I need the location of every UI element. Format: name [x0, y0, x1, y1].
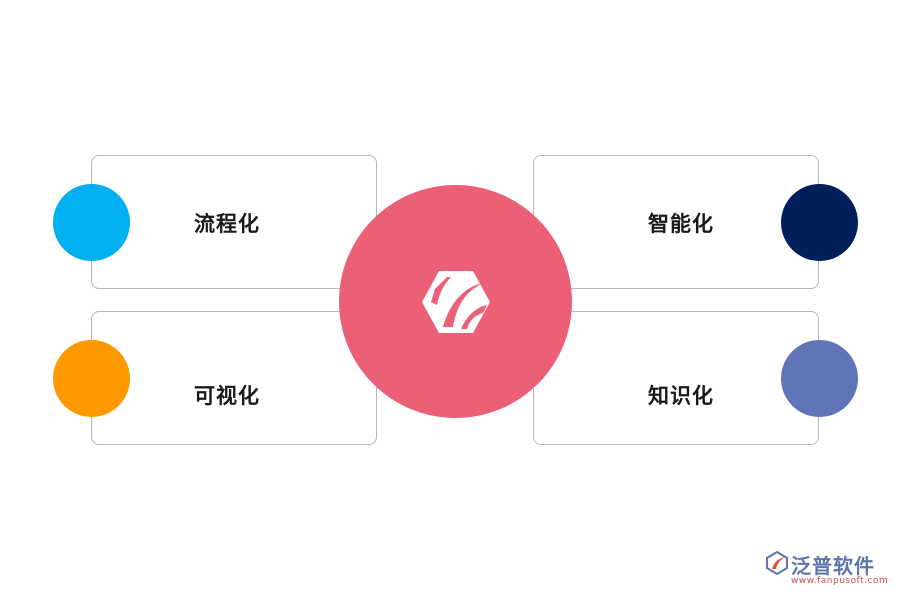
card-visual: 可视化: [91, 311, 377, 445]
label-process: 流程化: [194, 212, 260, 236]
label-visual: 可视化: [194, 384, 260, 408]
dot-process: [53, 184, 130, 261]
card-knowledge: 知识化: [533, 311, 819, 445]
card-intelligent: 智能化: [533, 155, 819, 289]
dot-visual: [53, 340, 130, 417]
brand-logo: 泛普软件 www.fanpusoft.com: [765, 550, 890, 592]
dot-intelligent: [781, 184, 858, 261]
hexagon-leaf-logo-icon: [422, 271, 490, 333]
card-process: 流程化: [91, 155, 377, 289]
brand-url: www.fanpusoft.com: [791, 576, 889, 586]
label-knowledge: 知识化: [648, 384, 714, 408]
brand-name: 泛普软件: [791, 554, 875, 578]
brand-leaf-icon: [766, 551, 788, 575]
dot-knowledge: [781, 340, 858, 417]
center-hub: [339, 185, 572, 418]
label-intelligent: 智能化: [648, 212, 714, 236]
